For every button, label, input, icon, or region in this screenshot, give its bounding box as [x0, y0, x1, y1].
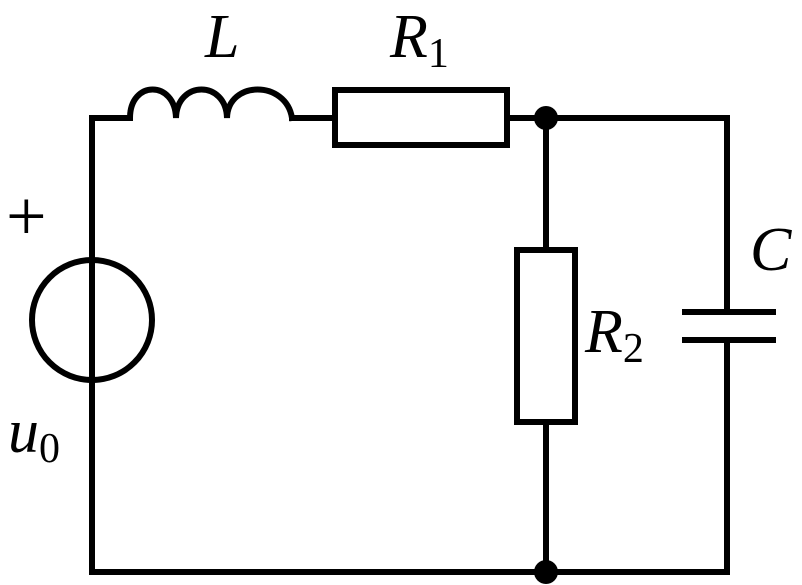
- resistor-r2-label: R2: [584, 298, 644, 372]
- resistor-r1-symbol: [332, 87, 510, 148]
- voltage-source-symbol: [29, 257, 155, 383]
- resistor-r1-label: R1: [389, 3, 449, 77]
- inductor-label: L: [204, 3, 239, 71]
- source-label: u0: [8, 398, 60, 472]
- resistor-r2-symbol: [514, 247, 578, 425]
- junction-node-top: [534, 106, 558, 130]
- source-polarity-plus: +: [6, 176, 47, 256]
- junction-node-bottom: [534, 560, 558, 584]
- capacitor-symbol: [682, 309, 776, 343]
- capacitor-label: C: [750, 216, 792, 284]
- inductor-symbol: [126, 86, 296, 122]
